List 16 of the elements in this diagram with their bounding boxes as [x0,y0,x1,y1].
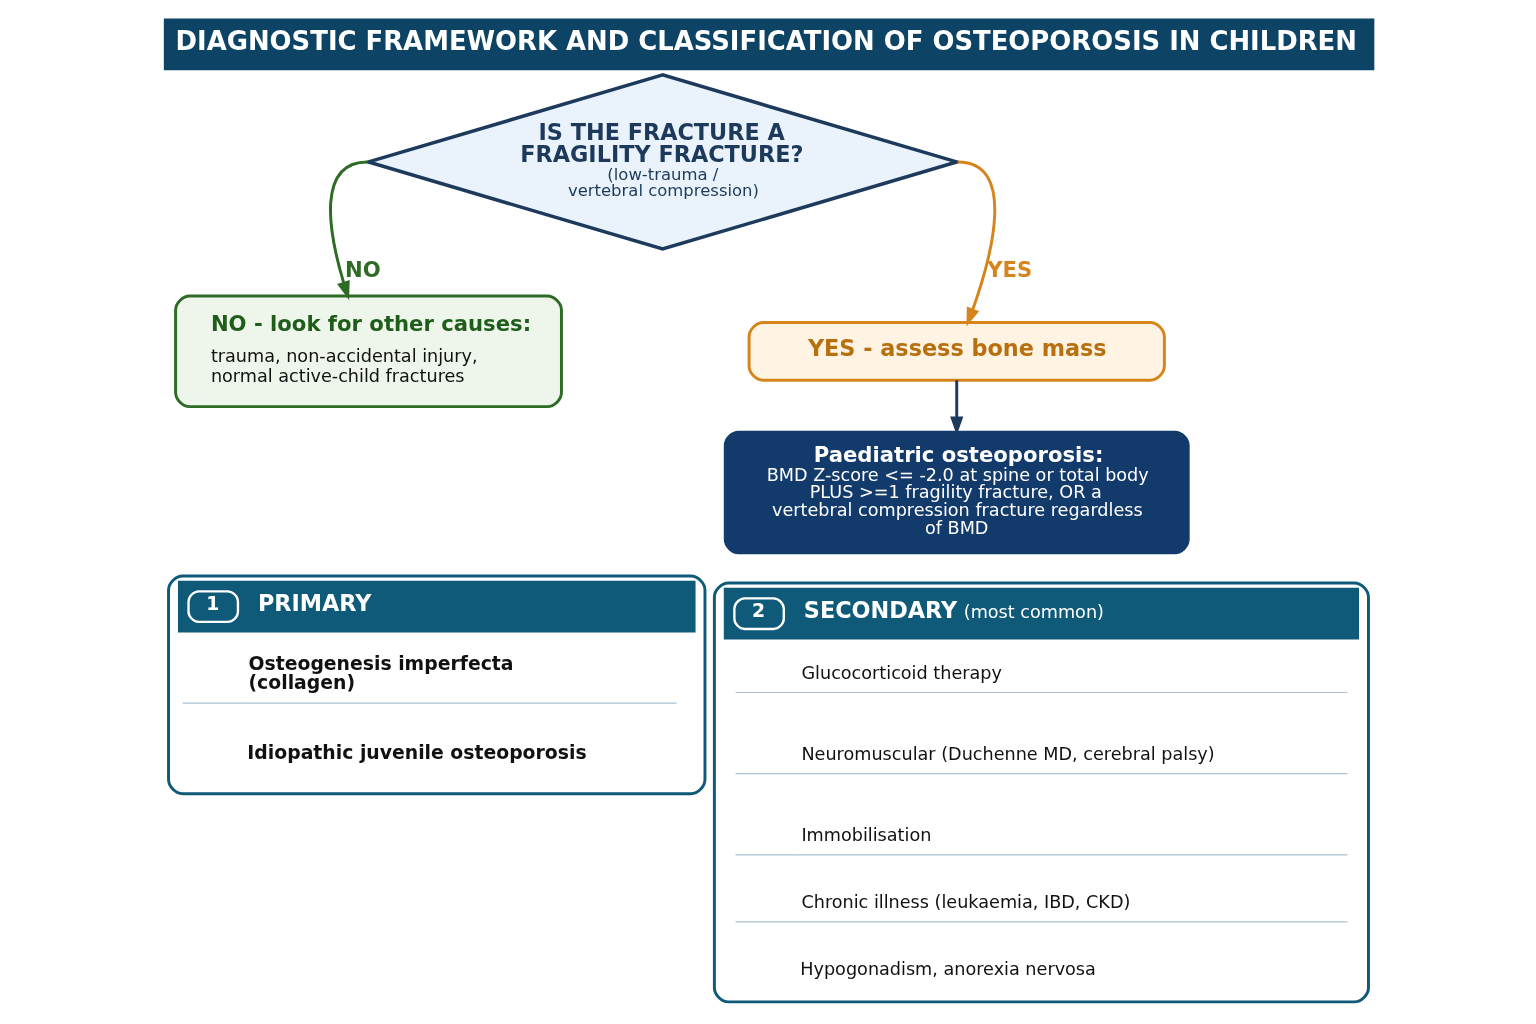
node-text: Chronic illness (leukaemia, IBD, CKD) [800,891,1130,912]
node-text: Hypogonadism, anorexia nervosa [799,958,1096,979]
edge-label: YES [986,256,1032,282]
node-text: Neuromuscular (Duchenne MD, cerebral palsy) [800,743,1215,764]
diagram-title: DIAGNOSTIC FRAMEWORK AND CLASSIFICATION OF OSTEOPOROSIS IN CHILDREN [175,25,1357,56]
edge-label: NO [344,256,381,282]
arrow [328,159,368,300]
arrow [949,379,963,435]
node-box: YES - assess bone mass [747,320,1166,382]
node-text: Osteogenesis imperfecta (collagen) [248,652,514,693]
node-text: Immobilisation [800,824,931,845]
node-box: NO - look for other causes: trauma, non-accidental injury, normal active-child fractures [173,294,563,408]
node-text: Idiopathic juvenile osteoporosis [246,741,587,763]
node-box: Paediatric osteoporosis: BMD Z-score <= -2.0 at spine or total body PLUS >=1 fragility fracture, OR a vertebral compression fracture regardless of BMD [723,430,1190,554]
arrow [957,159,996,327]
node-text: Glucocorticoid therapy [800,662,1002,683]
